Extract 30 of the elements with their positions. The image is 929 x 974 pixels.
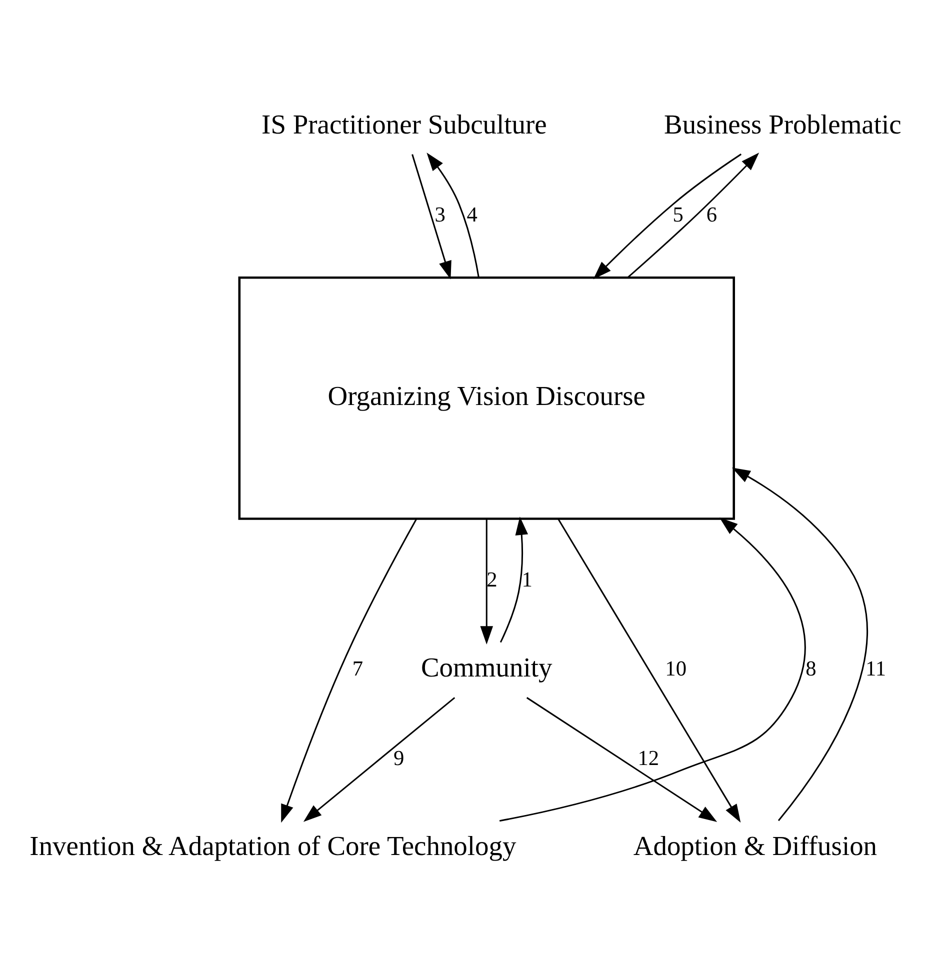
node-text: IS Practitioner Subculture — [262, 108, 547, 139]
edge-label: 6 — [706, 202, 718, 226]
arrow — [426, 152, 480, 278]
arrow — [281, 518, 418, 822]
arrow — [412, 154, 452, 279]
arrow — [558, 518, 741, 822]
edge-label: 10 — [665, 656, 687, 680]
arrow — [303, 696, 456, 822]
arrow — [526, 696, 718, 822]
edge-label: 4 — [466, 202, 478, 226]
edge-label: 5 — [672, 202, 684, 226]
node-text: Business Problematic — [664, 108, 902, 139]
node-text: Invention & Adaptation of Core Technology — [30, 830, 516, 861]
arrow — [732, 467, 868, 821]
edge-label: 3 — [434, 202, 446, 226]
edge-label: 2 — [486, 566, 498, 591]
arrow — [499, 517, 806, 822]
edge-label: 1 — [522, 566, 532, 591]
edge-label: 8 — [806, 656, 816, 680]
arrow — [500, 516, 528, 642]
node-text: Community — [420, 652, 552, 682]
edge-label: 12 — [638, 745, 660, 770]
node-text: Adoption & Diffusion — [633, 830, 878, 861]
arrow — [593, 153, 742, 279]
edge-label: 7 — [352, 656, 364, 680]
arrow — [480, 518, 494, 644]
arrow — [628, 152, 760, 278]
node-box: Organizing Vision Discourse — [238, 276, 735, 520]
edge-label: 9 — [394, 745, 404, 770]
edge-label: 11 — [866, 656, 886, 680]
